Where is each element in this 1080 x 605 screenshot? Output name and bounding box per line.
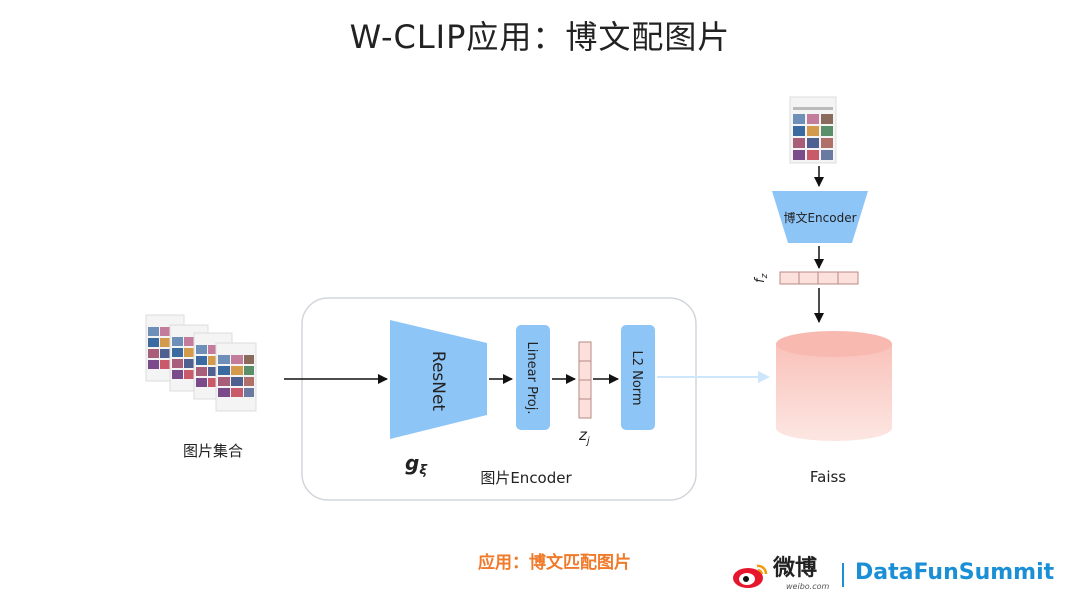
faiss-database bbox=[776, 331, 892, 441]
weibo-wordmark: 微博 bbox=[773, 556, 818, 581]
linear-proj-label: Linear Proj. bbox=[524, 342, 539, 415]
datafun-wordmark: DataFunSummit bbox=[855, 560, 1055, 585]
page-title: W-CLIP应用：博文配图片 bbox=[349, 18, 731, 56]
f-z-vector bbox=[779, 271, 859, 285]
f-z-symbol: fz bbox=[753, 273, 770, 283]
text-encoder-label: 博文Encoder bbox=[783, 210, 856, 225]
text-encoder-block bbox=[772, 191, 868, 243]
image-set-label: 图片集合 bbox=[183, 442, 243, 460]
l2-norm-label: L2 Norm bbox=[629, 350, 644, 405]
image-set-stack bbox=[145, 314, 257, 412]
caption: 应用：博文匹配图片 bbox=[478, 553, 631, 573]
z-j-symbol: zj bbox=[578, 426, 590, 447]
faiss-label: Faiss bbox=[810, 468, 846, 486]
weibo-logo-icon bbox=[733, 564, 768, 588]
image-encoder-label: 图片Encoder bbox=[480, 469, 572, 487]
brand-separator bbox=[842, 563, 844, 587]
post-image-card bbox=[789, 96, 837, 164]
image-card bbox=[215, 342, 257, 412]
z-vector bbox=[578, 341, 592, 419]
weibo-domain: weibo.com bbox=[786, 582, 830, 591]
l2-norm-block bbox=[621, 325, 655, 430]
linear-proj-block bbox=[516, 325, 550, 430]
g-xi-symbol: gξ bbox=[405, 451, 428, 478]
resnet-block bbox=[390, 320, 487, 439]
resnet-label: ResNet bbox=[428, 351, 448, 412]
